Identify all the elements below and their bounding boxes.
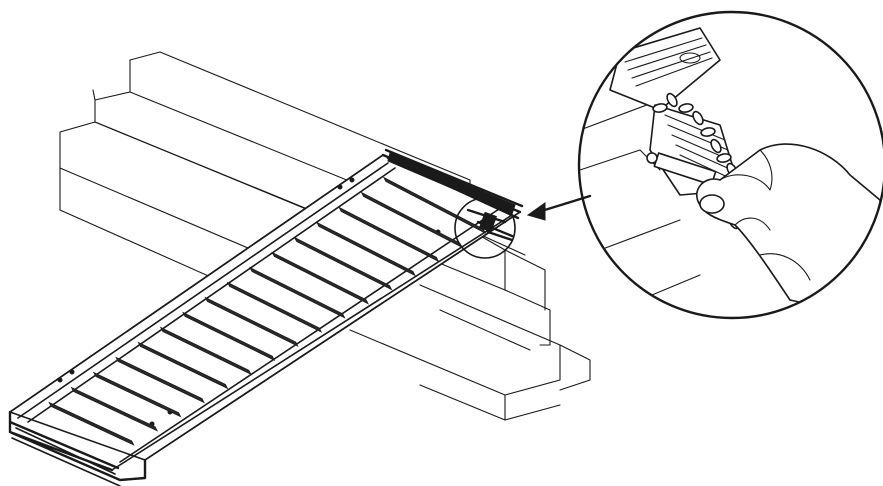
stair-bottom-right — [439, 309, 591, 391]
ramp-rung — [316, 221, 416, 277]
stair-top-landing — [129, 51, 471, 181]
detail-ramp-block — [609, 27, 721, 111]
ramp-right-rail — [111, 204, 521, 471]
magnified-detail — [577, 10, 883, 320]
ramp-rung — [338, 206, 440, 263]
left-rail-rivets — [57, 177, 355, 383]
ramp-rung — [182, 311, 276, 362]
magnified-circle-border — [577, 10, 883, 320]
ramp-rung — [137, 341, 229, 390]
detail-marker-circle — [454, 197, 516, 259]
chain-link — [678, 103, 694, 113]
chain-link — [700, 127, 716, 137]
stair-lower-right — [349, 229, 561, 421]
ramp-rung — [249, 266, 346, 319]
detail-marker — [454, 197, 516, 259]
folding-ramp — [8, 148, 524, 486]
ramp-rung — [271, 251, 369, 305]
ramp-rung — [159, 326, 252, 376]
detail-hand — [696, 143, 881, 318]
ramp-rung — [204, 296, 299, 347]
ramp-left-rail — [9, 154, 396, 423]
ramp-rung — [115, 356, 205, 404]
ramp-bottom-edge — [8, 410, 147, 482]
detail-stair-edges — [579, 99, 701, 301]
ramp-rung — [92, 371, 182, 418]
ramp-bottom-fold — [11, 427, 121, 486]
ramp-rungs — [48, 176, 487, 446]
ramp-rung — [382, 176, 487, 234]
chain-link — [666, 92, 678, 108]
chain-link — [716, 153, 732, 163]
ramp-rung — [226, 281, 323, 333]
ramp-deck — [9, 154, 521, 461]
chain-link — [652, 103, 668, 113]
chain-link — [692, 110, 704, 126]
ramp-rung — [48, 401, 135, 446]
ramp-rung — [293, 236, 393, 291]
callout-arrow — [526, 194, 592, 221]
staircase — [59, 51, 591, 421]
stair-step-2 — [59, 89, 506, 301]
ramp-rung — [70, 386, 159, 432]
chain-link — [710, 138, 722, 154]
